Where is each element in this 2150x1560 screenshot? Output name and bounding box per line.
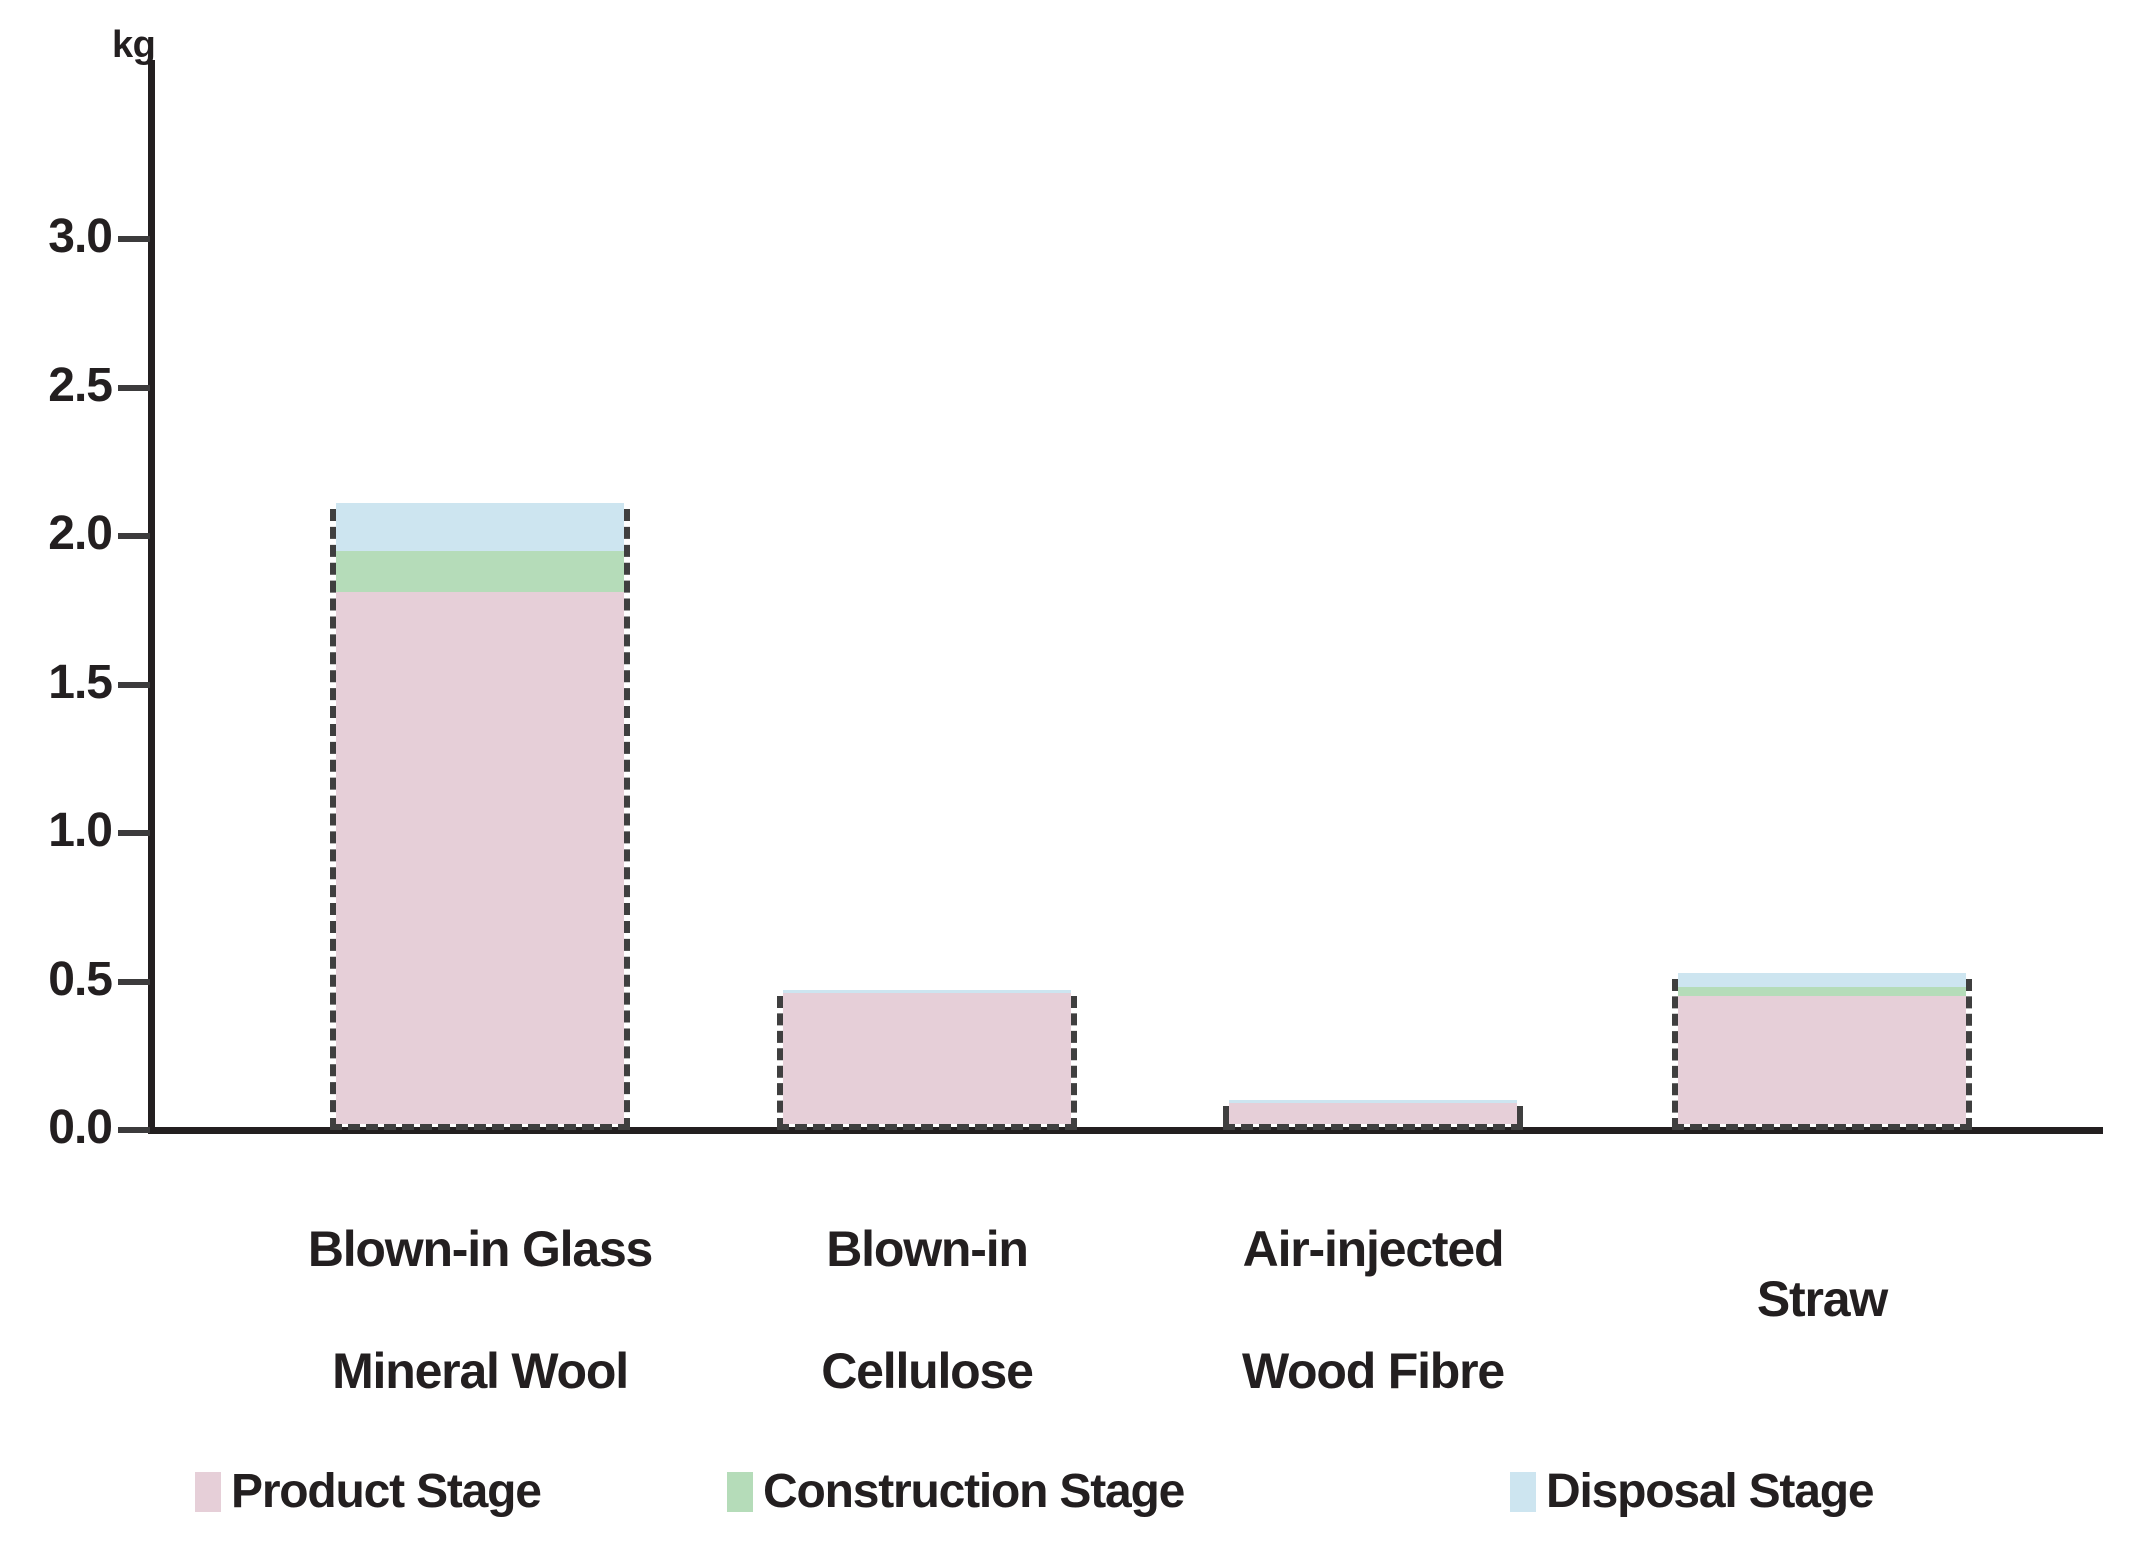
- y-axis-tick-label-0.5: 0.5: [48, 952, 113, 1006]
- x-axis-category-label-1: Blown-in Cellulose: [727, 1158, 1127, 1402]
- bar-0-segment-disposal-stage: [336, 503, 624, 551]
- bar-1-segment-disposal-stage: [783, 990, 1071, 994]
- x-axis-category-label-2: Air-injected Wood Fibre: [1173, 1158, 1573, 1402]
- y-axis-tick-label-1.5: 1.5: [48, 655, 113, 709]
- category-1-line2: Cellulose: [821, 1343, 1034, 1399]
- category-2-line2: Wood Fibre: [1241, 1343, 1505, 1399]
- legend-label-construction-stage: Construction Stage: [763, 1465, 1185, 1518]
- y-axis-tick-label-3.0: 3.0: [48, 210, 113, 263]
- y-axis-unit-label: kg: [112, 24, 156, 66]
- bar-2: [1223, 1100, 1523, 1130]
- y-axis-tick-label-0.0: 0.0: [48, 1101, 113, 1154]
- y-axis-tick-label-2.0: 2.0: [48, 507, 113, 560]
- y-axis-tick-label-2.5: 2.5: [48, 358, 113, 412]
- legend-label-product-stage: Product Stage: [231, 1465, 542, 1518]
- bar-2-segment-disposal-stage: [1229, 1100, 1517, 1104]
- bar-3: [1672, 972, 1972, 1130]
- y-axis-tick-label-1.0: 1.0: [48, 804, 113, 857]
- bar-0: [330, 503, 630, 1130]
- legend-swatch-construction-stage: [727, 1472, 753, 1512]
- legend-label-disposal-stage: Disposal Stage: [1546, 1465, 1875, 1518]
- y-axis-tick-1.5: [118, 681, 150, 688]
- legend-swatch-product-stage: [195, 1472, 221, 1512]
- bar-1-segment-product-stage: [783, 993, 1071, 1124]
- legend-item-disposal-stage[interactable]: Disposal Stage: [1510, 1465, 1875, 1518]
- category-1-line1: Blown-in: [826, 1221, 1029, 1277]
- bar-3-segment-construction-stage: [1678, 987, 1966, 997]
- x-axis-category-label-0: Blown-in Glass Mineral Wool: [280, 1158, 680, 1402]
- x-axis-category-label-3: Straw: [1622, 1208, 2022, 1330]
- y-axis-tick-3.0: [118, 236, 150, 242]
- category-3-line1: Straw: [1756, 1271, 1888, 1327]
- bar-0-segment-product-stage: [336, 592, 624, 1124]
- legend-item-construction-stage[interactable]: Construction Stage: [727, 1465, 1185, 1518]
- bar-1: [777, 990, 1077, 1130]
- category-2-line1: Air-injected: [1242, 1221, 1505, 1277]
- bar-2-segment-product-stage: [1229, 1103, 1517, 1124]
- legend-item-product-stage[interactable]: Product Stage: [195, 1465, 542, 1518]
- y-axis-tick-2.5: [118, 384, 150, 391]
- x-axis-line: [148, 1127, 2103, 1134]
- chart-legend: Product Stage Construction Stage Disposa…: [195, 1468, 2095, 1538]
- y-axis-tick-0.5: [118, 978, 150, 985]
- category-0-line2: Mineral Wool: [332, 1343, 629, 1399]
- y-axis-tick-0.0: [118, 1127, 150, 1133]
- y-axis-tick-1.0: [118, 830, 150, 836]
- plot-area: [330, 503, 1972, 1130]
- bar-0-segment-construction-stage: [336, 550, 624, 593]
- bar-3-segment-disposal-stage: [1678, 972, 1966, 988]
- category-0-line1: Blown-in Glass: [307, 1221, 654, 1277]
- bar-3-segment-product-stage: [1678, 996, 1966, 1124]
- y-axis-line: [148, 60, 155, 1134]
- legend-swatch-disposal-stage: [1510, 1472, 1536, 1512]
- y-axis-tick-2.0: [118, 533, 150, 539]
